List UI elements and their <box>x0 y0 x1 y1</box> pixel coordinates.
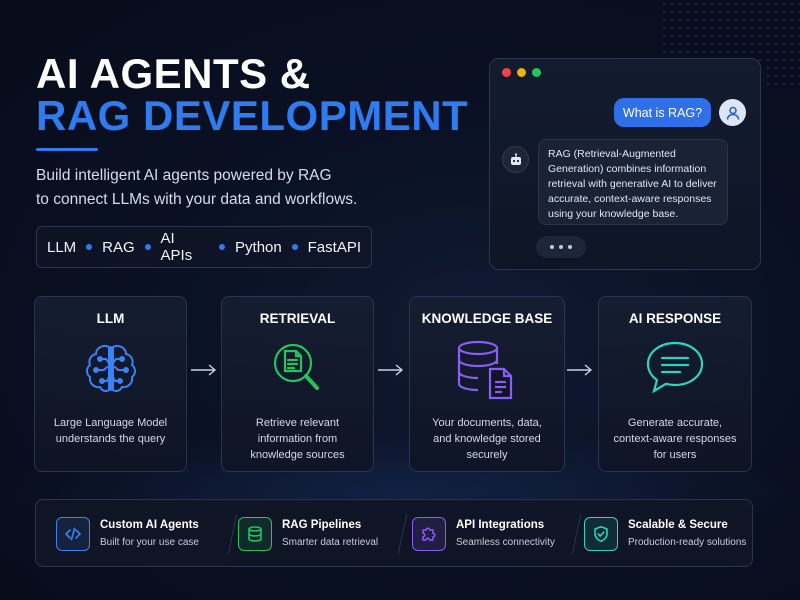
hero-title-line2: RAG DEVELOPMENT <box>36 92 469 139</box>
pipeline-card-knowledge-base: KNOWLEDGE BASE Your documents, data, and… <box>409 296 565 472</box>
hero-title-line1: AI AGENTS & <box>36 50 311 97</box>
database-icon <box>452 337 522 408</box>
database-icon <box>238 517 272 551</box>
document-search-icon <box>265 337 331 404</box>
desc-line: context-aware responses <box>613 433 737 445</box>
code-icon <box>56 517 90 551</box>
shield-check-icon <box>584 517 618 551</box>
card-title: RETRIEVAL <box>259 311 336 326</box>
bot-avatar-icon <box>502 146 529 173</box>
desc-line: Generate accurate, <box>627 417 723 429</box>
chat-bubble-icon <box>642 337 708 404</box>
desc-line: knowledge sources <box>250 449 345 461</box>
tag-ai-apis: AI APIs <box>160 230 193 264</box>
tag-python: Python <box>235 238 282 256</box>
card-description: Your documents, data, and knowledge stor… <box>420 415 554 463</box>
window-close-dot <box>502 68 511 77</box>
feature-subtitle: Smarter data retrieval <box>282 537 379 548</box>
hero-subtitle: Build intelligent AI agents powered by R… <box>36 164 436 212</box>
tag-separator-dot <box>219 244 226 250</box>
typing-indicator <box>536 236 586 258</box>
user-avatar-icon <box>719 99 746 126</box>
card-title: AI RESPONSE <box>628 311 722 326</box>
pipeline-card-retrieval: RETRIEVAL Retrieve relevant information … <box>221 296 374 472</box>
card-title: LLM <box>96 311 125 326</box>
pipeline-card-llm: LLM Large Language Model understands the… <box>34 296 187 472</box>
arrow-right-icon <box>378 364 404 376</box>
desc-line: Retrieve relevant <box>255 417 340 429</box>
card-description: Large Language Model understands the que… <box>45 415 176 447</box>
pipeline-card-ai-response: AI RESPONSE Generate accurate, context-a… <box>598 296 752 472</box>
tag-separator-dot <box>144 244 151 250</box>
brain-icon <box>80 337 142 404</box>
tech-tag-bar: LLM RAG AI APIs Python FastAPI <box>36 226 372 268</box>
feature-divider <box>571 514 582 554</box>
chat-window: What is RAG? RAG (Retrieval-Augmented Ge… <box>489 58 761 270</box>
tag-fastapi: FastAPI <box>307 238 361 256</box>
bot-answer-bubble: RAG (Retrieval-Augmented Generation) com… <box>538 139 728 225</box>
arrow-right-icon <box>191 364 217 376</box>
tag-rag: RAG <box>102 238 135 256</box>
desc-line: information from <box>257 433 338 445</box>
title-underline <box>36 148 98 151</box>
feature-title: API Integrations <box>456 519 545 531</box>
card-description: Retrieve relevant information from knowl… <box>232 415 363 463</box>
desc-line: Large Language Model <box>53 417 168 429</box>
feature-subtitle: Seamless connectivity <box>456 537 555 548</box>
tag-separator-dot <box>291 244 298 250</box>
puzzle-icon <box>412 517 446 551</box>
tag-separator-dot <box>86 244 93 250</box>
user-question-bubble: What is RAG? <box>614 98 711 127</box>
card-title: KNOWLEDGE BASE <box>421 311 553 326</box>
feature-title: Custom AI Agents <box>100 519 199 531</box>
subtitle-line1: Build intelligent AI agents powered by R… <box>36 167 332 184</box>
subtitle-line2: to connect LLMs with your data and workf… <box>36 191 358 208</box>
window-maximize-dot <box>532 68 541 77</box>
desc-line: understands the query <box>55 433 166 445</box>
window-minimize-dot <box>517 68 526 77</box>
feature-divider <box>397 514 408 554</box>
tag-llm: LLM <box>47 238 77 256</box>
arrow-right-icon <box>567 364 593 376</box>
features-bar: Custom AI Agents Built for your use case… <box>35 499 753 567</box>
feature-title: Scalable & Secure <box>628 519 728 531</box>
feature-title: RAG Pipelines <box>282 519 362 531</box>
card-description: Generate accurate, context-aware respons… <box>609 415 741 463</box>
feature-subtitle: Built for your use case <box>100 537 199 548</box>
desc-line: and knowledge stored <box>433 433 541 445</box>
feature-divider <box>227 514 238 554</box>
desc-line: Your documents, data, <box>432 417 542 429</box>
desc-line: securely <box>466 449 508 461</box>
desc-line: for users <box>653 449 697 461</box>
feature-subtitle: Production-ready solutions <box>628 537 747 548</box>
